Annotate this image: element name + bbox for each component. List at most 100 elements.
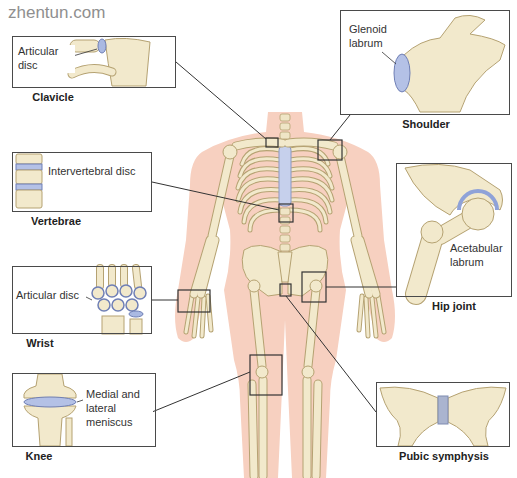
inset-box: Intervertebral discVertebrae [12, 152, 152, 212]
limb-bones [333, 145, 347, 159]
spine [280, 114, 290, 251]
location-marker [178, 290, 210, 312]
part-label: Acetabular labrum [449, 242, 509, 270]
pelvis [310, 280, 322, 292]
spine [280, 244, 290, 251]
inset-box: Articular discWrist [12, 266, 152, 334]
limb-bones [194, 142, 376, 476]
spine [280, 123, 290, 130]
rib-bones [279, 146, 291, 206]
clavicle-illustration [72, 68, 112, 74]
limb-bones [194, 142, 376, 476]
knee-illustration [24, 374, 77, 398]
hip-illustration [416, 240, 432, 294]
shoulder-illustration [394, 54, 410, 92]
inset-title: Hip joint [432, 300, 476, 313]
inset-title: Vertebrae [31, 215, 81, 228]
part-label: Articular disc [15, 289, 80, 303]
leader-line [286, 296, 376, 412]
pubic-illustration [448, 387, 506, 446]
location-marker [178, 138, 342, 395]
location-marker [266, 138, 278, 147]
location-marker [279, 204, 293, 222]
location-marker [250, 355, 282, 395]
hip-illustration [416, 240, 432, 294]
location-marker [280, 284, 291, 296]
pubic-illustration [380, 387, 506, 446]
vertebrae-illustration [16, 164, 42, 170]
watermark: zhentun.com [8, 3, 105, 23]
knee-illustration [77, 400, 83, 402]
vertebrae-illustration [16, 170, 42, 184]
clavicle-illustration [105, 38, 150, 86]
wrist-illustration [129, 311, 143, 317]
wrist-illustration [134, 287, 146, 299]
shoulder-illustration [382, 15, 505, 112]
location-marker [318, 140, 342, 160]
pubic-illustration [438, 396, 448, 424]
pelvis [242, 245, 328, 296]
body-silhouette [175, 112, 395, 478]
inset-box: Glenoid labrumShoulder [340, 10, 510, 115]
vertebrae-illustration [16, 154, 42, 164]
part-label: Intervertebral disc [47, 165, 136, 179]
inset-box: Articular discClavicle [12, 36, 176, 88]
hip-illustration [462, 198, 494, 230]
spine [280, 226, 290, 233]
leader-line [152, 372, 250, 412]
spine [280, 114, 290, 121]
inset-title: Wrist [26, 337, 53, 350]
wrist-illustration [130, 319, 142, 334]
pelvis [278, 252, 292, 282]
limb-bones [256, 366, 268, 378]
wrist-illustration [102, 316, 124, 334]
wrist-illustration [92, 285, 146, 311]
clavicle-illustration [72, 68, 112, 74]
spine [280, 235, 290, 242]
body-silhouette [175, 112, 395, 478]
hip-illustration [421, 221, 443, 243]
wrist-illustration [86, 268, 146, 334]
inset-title: Pubic symphysis [399, 450, 489, 463]
vertebrae-illustration [16, 184, 42, 190]
knee-illustration [24, 406, 76, 446]
pelvis [288, 245, 328, 296]
leader-line [152, 182, 279, 210]
shoulder-illustration [404, 15, 505, 112]
limb-bones [223, 145, 237, 159]
knee-illustration [66, 418, 72, 446]
inset-box: Acetabular labrumHip joint [396, 163, 512, 297]
shoulder-illustration [382, 52, 396, 64]
part-label: Medial and lateral meniscus [85, 388, 153, 429]
leader-line [176, 62, 266, 139]
inset-title: Shoulder [402, 118, 450, 131]
clavicle-illustration [66, 38, 150, 86]
limb-bones [302, 366, 314, 378]
inset-box: Pubic symphysis [376, 382, 510, 447]
wrist-illustration [126, 299, 138, 311]
wrist-illustration [106, 285, 118, 297]
inset-box: Medial and lateral meniscusKnee [12, 373, 156, 447]
leader-line [330, 115, 350, 140]
leader-line [152, 300, 178, 301]
spine [280, 132, 290, 139]
part-label: Articular disc [17, 45, 75, 73]
leader-line [326, 287, 396, 288]
location-marker [302, 272, 326, 302]
wrist-illustration [112, 299, 124, 311]
hip-illustration [405, 164, 503, 294]
clavicle-illustration [98, 39, 106, 53]
limb-bones [194, 142, 376, 476]
inset-title: Clavicle [32, 91, 74, 104]
wrist-illustration [120, 285, 132, 297]
wrist-illustration [100, 268, 138, 286]
hip-illustration [459, 191, 497, 210]
pelvis [242, 245, 282, 296]
spine [280, 208, 290, 215]
knee-illustration [24, 374, 83, 446]
pelvis [248, 280, 260, 292]
wrist-illustration [100, 268, 138, 286]
inset-title: Knee [26, 450, 53, 463]
